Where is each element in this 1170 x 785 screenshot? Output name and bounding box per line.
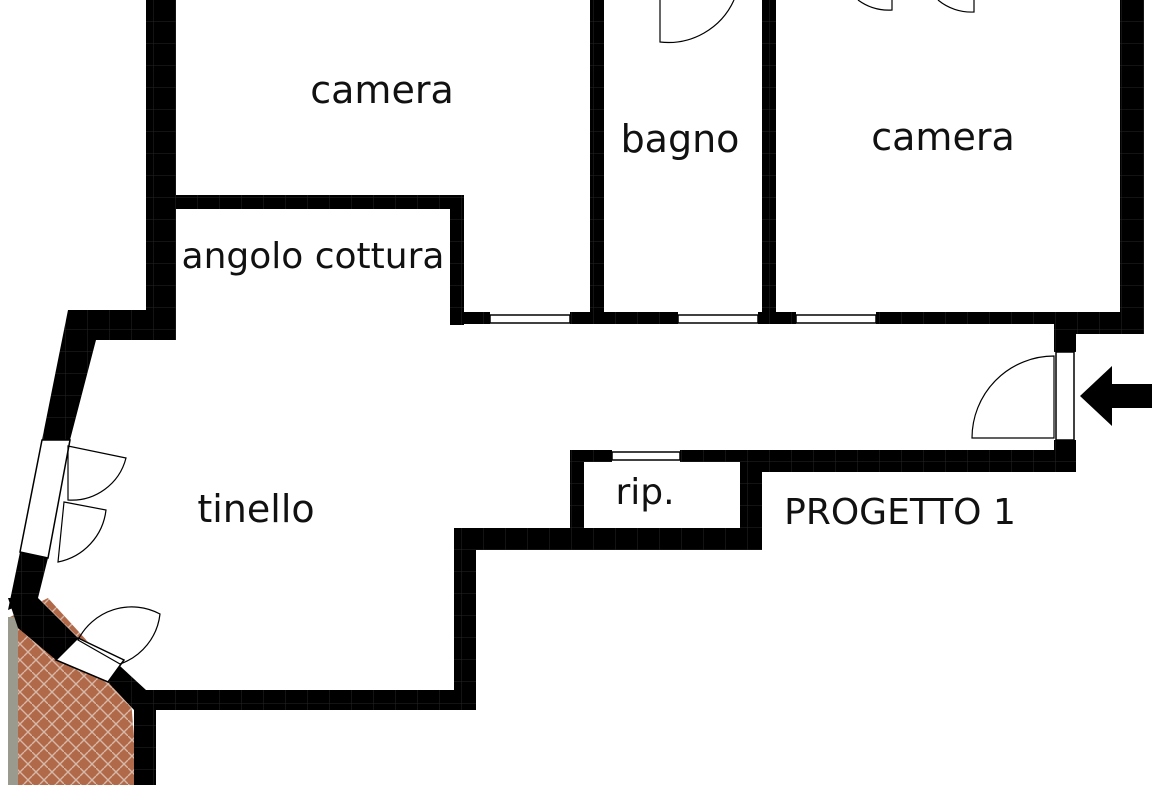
casement-lower bbox=[57, 501, 107, 563]
door-opening-entrance bbox=[1055, 351, 1075, 441]
room-label-camera-2: camera bbox=[871, 115, 1014, 159]
windows bbox=[19, 314, 1075, 683]
door-opening-bagno bbox=[677, 314, 759, 324]
room-label-camera-1: camera bbox=[310, 68, 453, 112]
room-label-angolo-cottura: angolo cottura bbox=[182, 236, 445, 277]
door-swings bbox=[57, 0, 1055, 665]
door-swing-camera-2-left bbox=[857, 0, 893, 11]
door-opening-camera-1 bbox=[489, 314, 571, 324]
door-swing-camera-2-right bbox=[937, 0, 975, 13]
casement-upper bbox=[67, 445, 127, 501]
room-label-tinello: tinello bbox=[197, 487, 314, 531]
project-label: PROGETTO 1 bbox=[784, 492, 1016, 533]
door-swing-bagno bbox=[659, 0, 735, 44]
window-tinello bbox=[19, 439, 71, 559]
door-opening-camera-2 bbox=[795, 314, 877, 324]
walls bbox=[8, 0, 1144, 785]
door-opening-rip bbox=[611, 451, 681, 461]
door-swing-terrace bbox=[77, 606, 161, 665]
room-label-bagno: bagno bbox=[621, 117, 740, 161]
door-swing-entrance bbox=[971, 355, 1055, 439]
door-opening-terrace bbox=[54, 637, 126, 683]
arrow-left-icon bbox=[1080, 366, 1152, 426]
room-label-ripostiglio: rip. bbox=[615, 472, 674, 513]
terrace-edge bbox=[8, 617, 18, 785]
